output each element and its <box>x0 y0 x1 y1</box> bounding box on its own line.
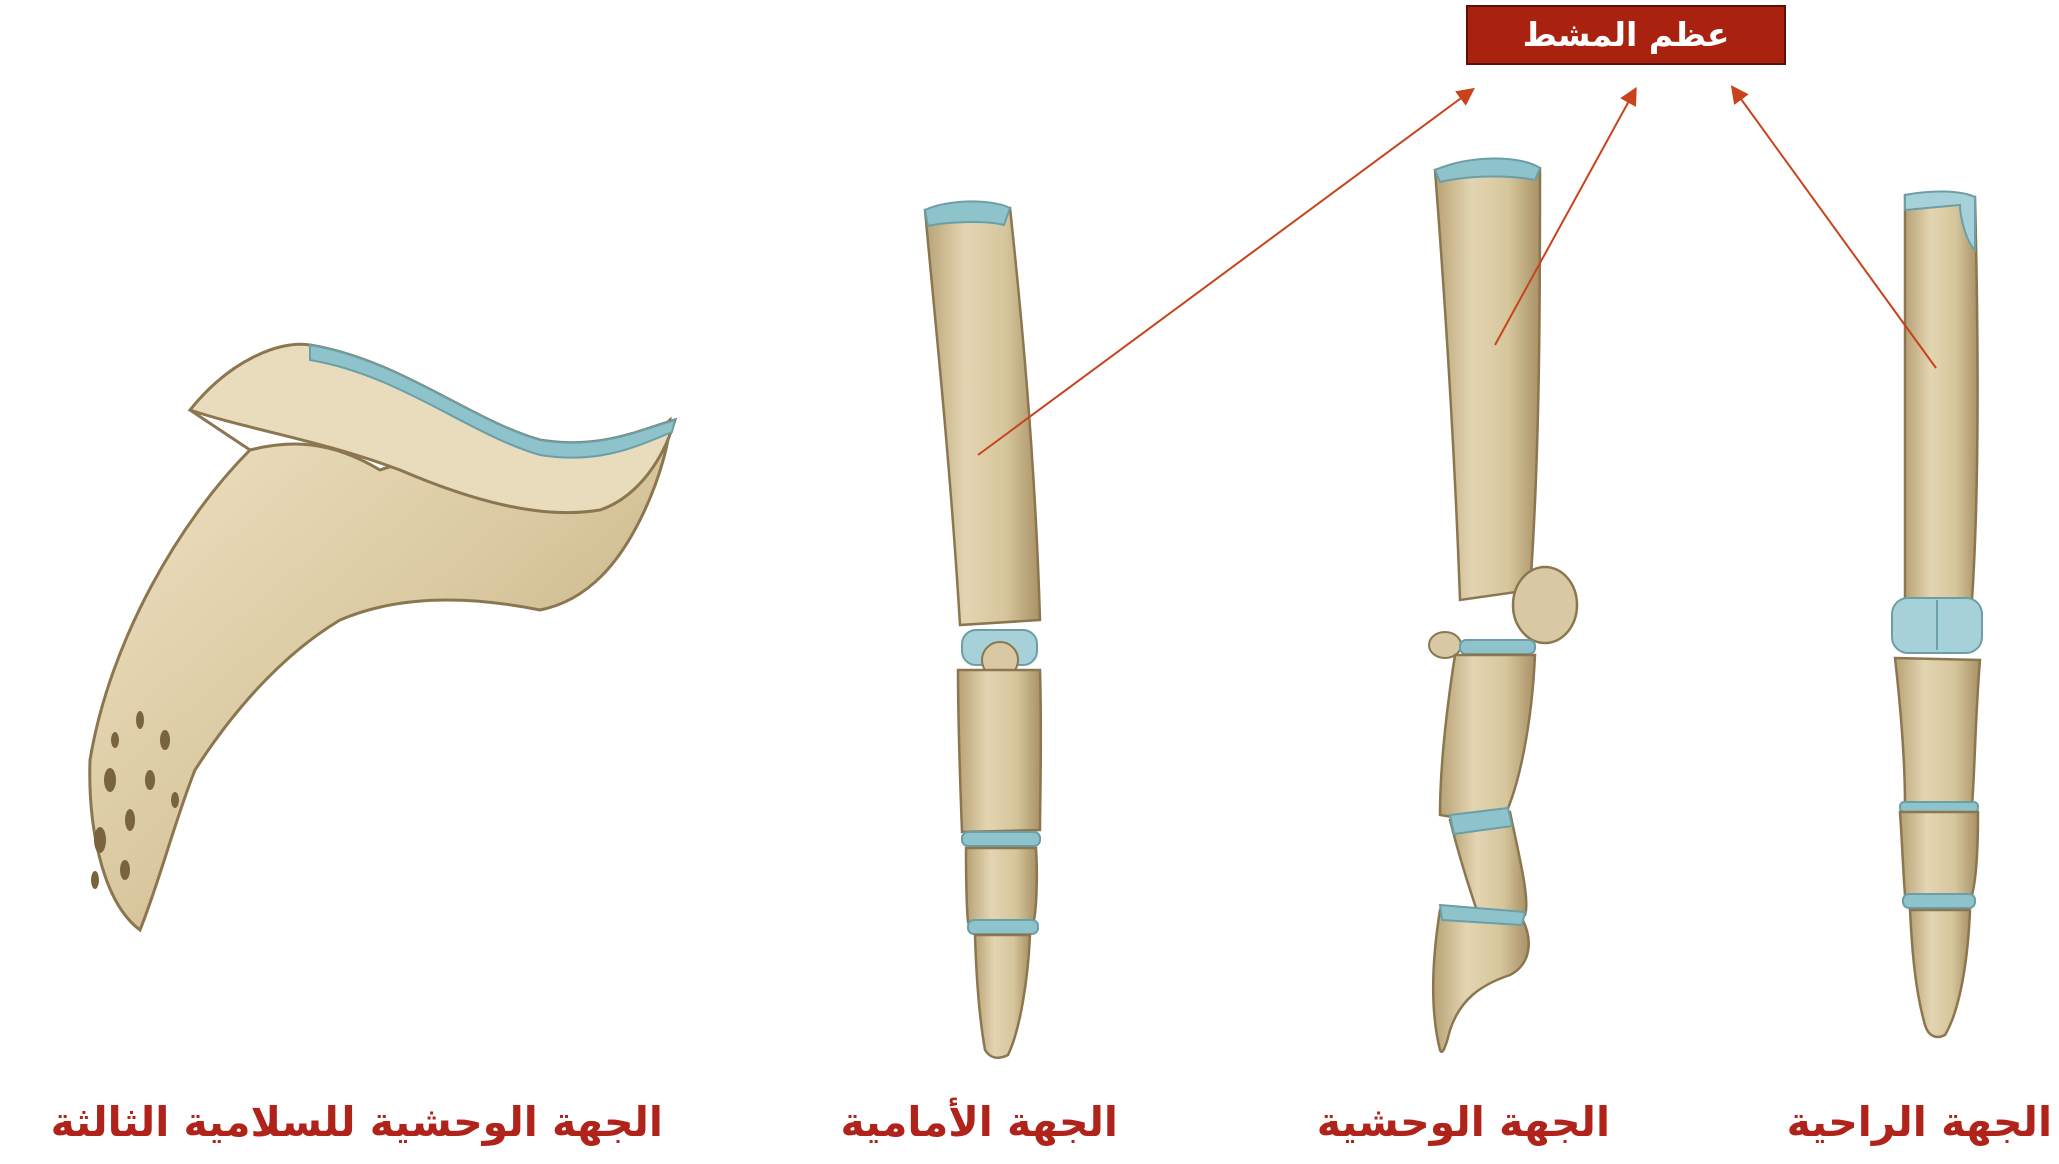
caption-lateral: الجهة الوحشية <box>1340 1098 1610 1146</box>
caption-anterior: الجهة الأمامية <box>868 1098 1118 1146</box>
caption-third-phalanx-lateral: الجهة الوحشية للسلامية الثالثة <box>108 1098 663 1146</box>
lateral-view-bones <box>1429 158 1577 1051</box>
caption-palmar: الجهة الراحية <box>1812 1098 2052 1146</box>
metacarpal-label: عظم المشط <box>1466 5 1786 65</box>
palmar-view-bones <box>1892 191 1982 1036</box>
third-phalanx-claw <box>90 344 675 930</box>
arrow-anterior <box>978 90 1472 455</box>
anterior-view-bones <box>925 201 1041 1057</box>
